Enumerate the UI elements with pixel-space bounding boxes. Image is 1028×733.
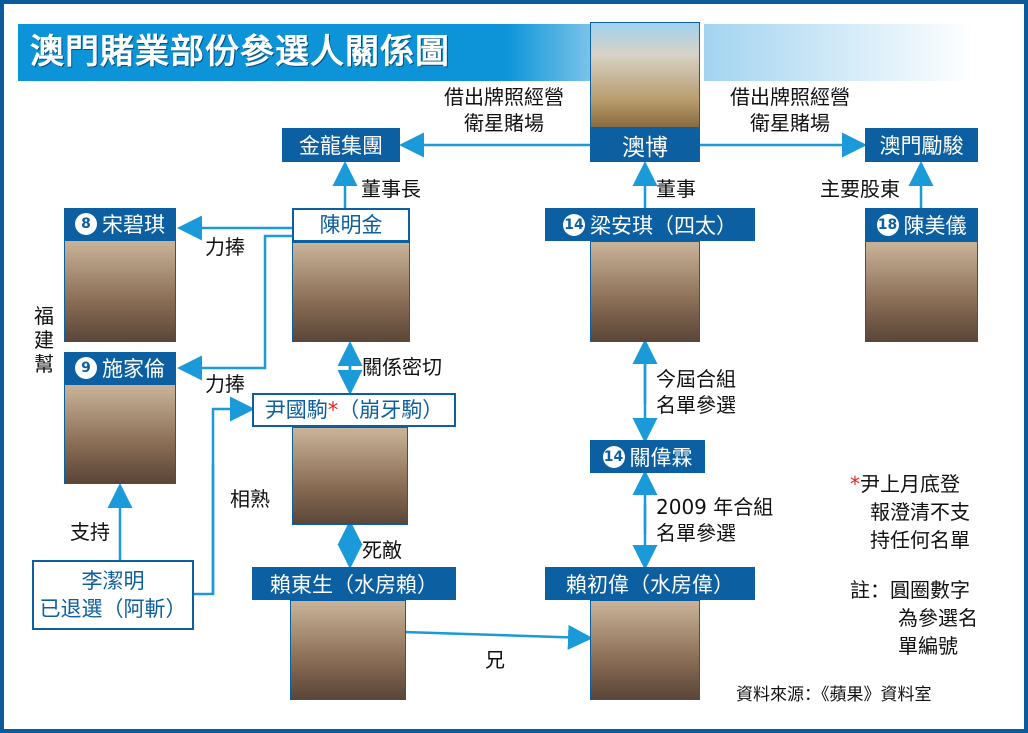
photo-wan — [292, 427, 408, 525]
person-wan: 尹國駒*（崩牙駒） — [252, 393, 456, 427]
photo-song — [64, 240, 176, 342]
label-enemy: 死敵 — [362, 538, 402, 562]
photo-lai-dongsheng — [290, 600, 406, 700]
label-support-1: 力捧 — [205, 235, 245, 259]
person-name: 宋碧琪 — [102, 213, 165, 237]
person-lee: 李潔明已退選（阿斬） — [32, 560, 194, 630]
title-decoration — [704, 24, 974, 81]
label-line: 名單參選 — [656, 521, 736, 545]
org-macau-legend: 澳門勵駿 — [865, 128, 978, 162]
person-name: 尹國駒 — [264, 398, 328, 422]
source-credit: 資料來源：《蘋果》資料室 — [736, 685, 932, 705]
label-support-2: 力捧 — [205, 372, 245, 396]
note-line: 為參選名 — [898, 606, 978, 630]
circle-note: 註：圓圈數字 為參選名 單編號 — [850, 576, 978, 660]
label-line: 今屆合組 — [656, 367, 736, 391]
person-status: 已退選（阿斬） — [39, 597, 187, 621]
asterisk-mark: * — [327, 398, 339, 422]
candidate-number: 18 — [876, 213, 899, 236]
label-director: 董事 — [656, 177, 696, 201]
label-line: 借出牌照經營 — [730, 85, 850, 109]
person-name: 施家倫 — [102, 357, 165, 381]
photo-chan — [292, 242, 410, 342]
label-major-shareholder: 主要股東 — [820, 177, 900, 201]
label-line: 借出牌照經營 — [444, 85, 564, 109]
note-line: 註：圓圈數字 — [850, 578, 970, 602]
person-name: 陳美儀 — [903, 213, 967, 238]
asterisk-mark: * — [850, 472, 860, 496]
note-line: 持任何名單 — [870, 528, 970, 552]
label-close: 關係密切 — [362, 355, 442, 379]
connector-lines — [107, 132, 934, 650]
photo-si — [64, 384, 176, 484]
line-chan-si — [177, 234, 292, 381]
note-line: 單編號 — [898, 634, 958, 658]
note-line: 報澄清不支 — [870, 500, 970, 524]
photo-leong — [590, 241, 700, 342]
label-chairman: 董事長 — [361, 177, 421, 201]
person-name: 關偉霖 — [629, 445, 693, 470]
candidate-number: 8 — [75, 213, 97, 235]
label-backing: 支持 — [70, 520, 110, 544]
note-line: 尹上月底登 — [860, 472, 960, 496]
label-current: 今屆合組 名單參選 — [656, 366, 736, 418]
org-golden-dragon: 金龍集團 — [282, 128, 400, 162]
label-line: 2009 年合組 — [656, 495, 774, 519]
label-2009: 2009 年合組 名單參選 — [656, 494, 773, 546]
person-lai-chuwai: 賴初偉（水房偉） — [545, 567, 755, 600]
label-acquainted: 相熟 — [230, 487, 270, 511]
label-brother: 兄 — [485, 648, 505, 672]
page-title: 澳門賭業部份參選人關係圖 — [18, 24, 592, 81]
label-line: 衛星賭場 — [464, 111, 544, 135]
candidate-number: 14 — [602, 445, 625, 468]
photo-lai-chuwai — [590, 600, 700, 700]
person-chan: 陳明金 — [292, 208, 410, 242]
line-brother — [403, 624, 593, 650]
star-note: *尹上月底登 報澄清不支 持任何名單 — [850, 470, 970, 554]
candidate-number: 14 — [563, 213, 585, 236]
label-line: 名單參選 — [656, 393, 736, 417]
sjm-building-photo — [590, 22, 700, 128]
photo-chan-meiyi — [865, 241, 978, 342]
label-sjm-ml: 借出牌照經營 衛星賭場 — [710, 84, 870, 136]
label-fujian: 福建幫 — [34, 304, 54, 376]
person-name: 梁安琪（四太） — [590, 213, 737, 238]
org-sjm: 澳博 — [590, 128, 700, 162]
person-lai-dongsheng: 賴東生（水房賴） — [252, 567, 456, 600]
person-name: 李潔明 — [81, 569, 145, 593]
label-line: 衛星賭場 — [750, 111, 830, 135]
person-alias: （崩牙駒） — [338, 398, 444, 422]
label-sjm-gd: 借出牌照經營 衛星賭場 — [424, 84, 584, 136]
candidate-number: 9 — [75, 357, 97, 379]
